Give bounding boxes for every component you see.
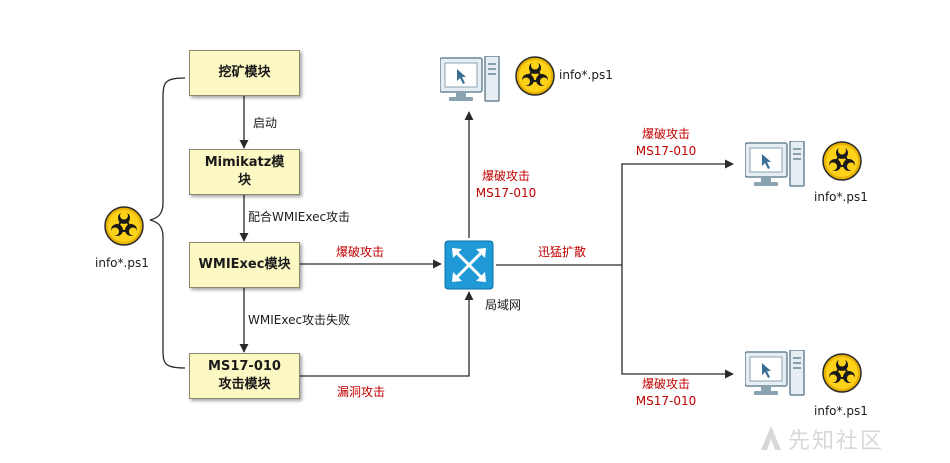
edge-label-brute-ms17-right-top: 爆破攻击 MS17-010 bbox=[635, 127, 697, 158]
watermark-text: 先知社区 bbox=[788, 429, 885, 454]
switch-icon bbox=[444, 240, 494, 290]
mimikatz-module-box: Mimikatz模块 bbox=[189, 149, 300, 195]
biohazard-icon bbox=[515, 56, 555, 96]
wmiexec-module-label: WMIExec模块 bbox=[198, 257, 291, 272]
lan-label: 局域网 bbox=[485, 298, 522, 312]
ms17-module-label: MS17-010攻击模块 bbox=[208, 359, 281, 392]
mimikatz-module-label: Mimikatz模块 bbox=[204, 155, 285, 188]
edge-label-spread: 迅猛扩散 bbox=[538, 245, 587, 259]
mining-module-box: 挖矿模块 bbox=[189, 50, 300, 96]
edge-label-exploit: 漏洞攻击 bbox=[337, 385, 386, 399]
payload-label-top: info*.ps1 bbox=[559, 68, 613, 82]
ms17-module-box: MS17-010攻击模块 bbox=[189, 353, 300, 399]
watermark-logo-icon bbox=[761, 426, 781, 450]
computer-icon bbox=[440, 56, 500, 102]
edge-label-brute-ms17-top: 爆破攻击 MS17-010 bbox=[475, 169, 537, 200]
payload-label-right-bottom: info*.ps1 bbox=[814, 404, 868, 418]
biohazard-icon bbox=[104, 206, 144, 246]
biohazard-icon bbox=[822, 141, 862, 181]
computer-icon bbox=[745, 350, 805, 396]
edge-label-wmi-fail: WMIExec攻击失败 bbox=[248, 313, 351, 327]
edge-label-brute-ms17-right-bottom: 爆破攻击 MS17-010 bbox=[635, 377, 697, 408]
edge-label-start: 启动 bbox=[253, 116, 278, 130]
wmiexec-module-box: WMIExec模块 bbox=[189, 242, 300, 288]
payload-label-right-top: info*.ps1 bbox=[814, 190, 868, 204]
payload-label-left: info*.ps1 bbox=[95, 256, 149, 270]
computer-icon bbox=[745, 141, 805, 187]
edge-label-cooperate: 配合WMIExec攻击 bbox=[248, 210, 351, 224]
mining-module-label: 挖矿模块 bbox=[218, 65, 271, 80]
group-brace bbox=[149, 77, 186, 369]
edge-label-brute: 爆破攻击 bbox=[336, 245, 385, 259]
biohazard-icon bbox=[822, 353, 862, 393]
